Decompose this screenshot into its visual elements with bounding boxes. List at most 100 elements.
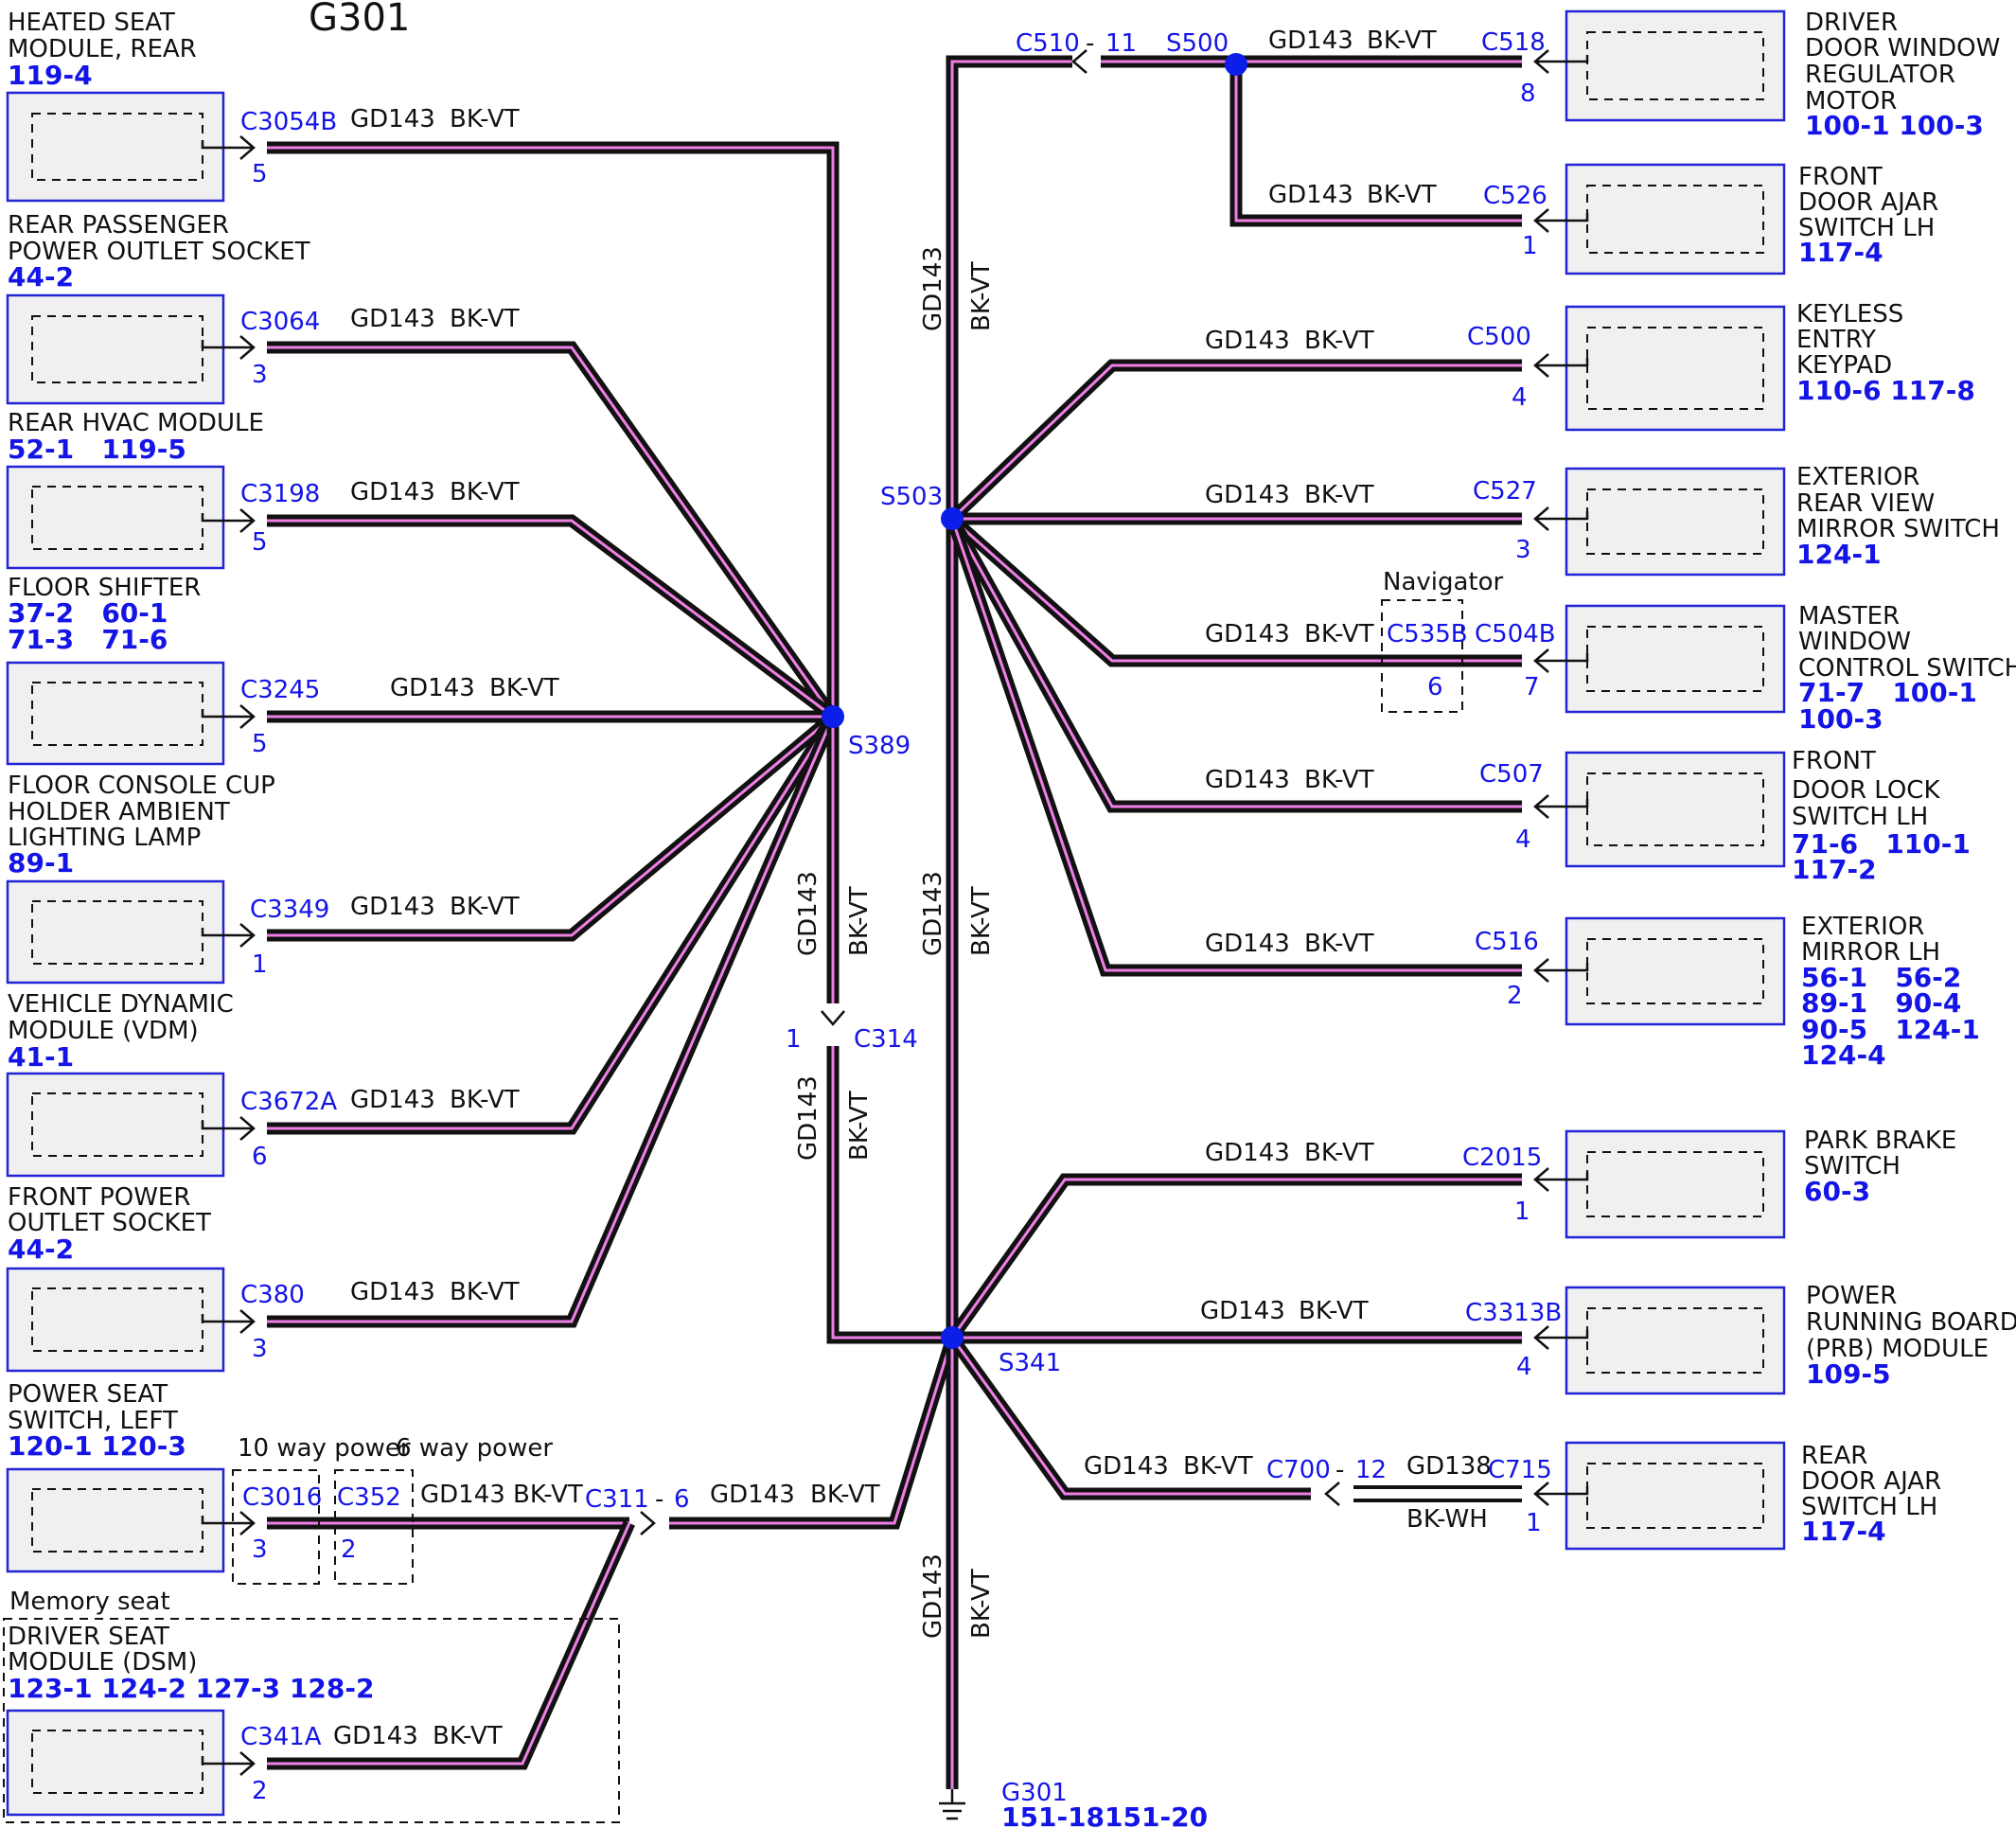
component-name: SWITCH, LEFT <box>8 1407 178 1435</box>
connector-id[interactable]: C516 <box>1475 928 1539 956</box>
component-name: KEYLESS <box>1796 300 1903 328</box>
component-box-rear-door-ajar <box>1565 1441 1786 1551</box>
connector-id[interactable]: C3313B <box>1465 1299 1562 1327</box>
pin-number: 8 <box>1520 80 1536 108</box>
wire-color: BK-VT <box>845 1091 874 1161</box>
component-refs[interactable]: 100-1 100-3 <box>1805 110 1984 141</box>
component-refs[interactable]: 110-6 117-8 <box>1796 375 1975 406</box>
component-refs[interactable]: 90-5 124-1 <box>1801 1014 1980 1045</box>
option-box-6-way <box>334 1469 414 1585</box>
connector-id[interactable]: C500 <box>1467 323 1531 351</box>
component-box-floor-console <box>6 879 225 985</box>
connector-id[interactable]: C3672A <box>240 1088 337 1116</box>
component-name: PARK BRAKE <box>1804 1127 1956 1155</box>
connector-id[interactable]: C352 <box>337 1483 401 1512</box>
connector-id[interactable]: C700 <box>1266 1456 1331 1484</box>
wire-color: BK-VT <box>1304 620 1374 648</box>
component-box-exterior-mirror <box>1565 916 1786 1026</box>
connector-id[interactable]: C3064 <box>240 308 320 336</box>
component-refs[interactable]: 41-1 <box>8 1041 74 1073</box>
component-refs[interactable]: 52-1 119-5 <box>8 434 186 465</box>
component-box-front-door-ajar <box>1565 163 1786 275</box>
wire-color: BK-VT <box>845 886 874 956</box>
component-refs[interactable]: 56-1 56-2 <box>1801 962 1961 993</box>
connector-id[interactable]: C311 <box>585 1485 649 1514</box>
connector-id[interactable]: C3198 <box>240 480 320 508</box>
component-name: REAR HVAC MODULE <box>8 409 264 437</box>
wire-label: GD143 <box>1205 620 1290 648</box>
connector-id[interactable]: C535B <box>1387 620 1468 648</box>
component-refs[interactable]: 44-2 <box>8 1233 74 1265</box>
component-refs[interactable]: 71-3 71-6 <box>8 624 168 655</box>
right-labels: GD143 BK-VT C518 8 DRIVER DOOR WINDOW RE… <box>1084 9 2016 1547</box>
component-box-front-door-lock <box>1565 751 1786 868</box>
connector-id[interactable]: C715 <box>1488 1456 1552 1484</box>
wire-label: GD143 <box>1268 27 1353 55</box>
wire-color: BK-VT <box>1304 930 1374 958</box>
connector-id[interactable]: C341A <box>240 1723 322 1751</box>
wire-color: BK-VT <box>967 261 996 331</box>
ground-id[interactable]: G301 <box>1001 1779 1068 1807</box>
component-refs[interactable]: 109-5 <box>1806 1358 1891 1390</box>
splice-node-s389 <box>822 705 844 728</box>
splice-node-s500 <box>1225 53 1247 76</box>
inline-connector-c510[interactable]: C510 <box>1016 29 1080 58</box>
connector-id[interactable]: C3016 <box>242 1483 322 1512</box>
ground-refs[interactable]: 151-18151-20 <box>1001 1801 1208 1828</box>
component-name: WINDOW <box>1798 628 1911 656</box>
connector-id[interactable]: C3349 <box>250 896 329 924</box>
connector-id[interactable]: C2015 <box>1462 1144 1542 1172</box>
component-refs[interactable]: 37-2 60-1 <box>8 597 168 629</box>
connector-id[interactable]: C527 <box>1473 477 1537 506</box>
connector-id[interactable]: C518 <box>1481 28 1546 57</box>
component-name: DOOR WINDOW <box>1805 34 2000 62</box>
component-name: REGULATOR <box>1805 61 1955 89</box>
pin-number: 2 <box>341 1535 357 1564</box>
splice-s503[interactable]: S503 <box>880 483 943 511</box>
component-refs[interactable]: 117-2 <box>1792 854 1877 885</box>
connector-id[interactable]: C504B <box>1475 620 1556 648</box>
inline-connector-c314[interactable]: C314 <box>854 1025 918 1054</box>
component-name: DOOR LOCK <box>1792 776 1940 805</box>
wire-label: GD143 <box>1205 481 1290 509</box>
component-refs[interactable]: 119-4 <box>8 60 93 91</box>
component-refs[interactable]: 117-4 <box>1798 237 1883 268</box>
component-refs[interactable]: 124-1 <box>1796 539 1882 570</box>
pin-number: 3 <box>252 1535 268 1564</box>
splice-s500[interactable]: S500 <box>1166 29 1229 58</box>
wire-color: BK-WH <box>1406 1505 1488 1534</box>
connector-id[interactable]: C507 <box>1479 760 1544 789</box>
wire-color: BK-VT <box>1304 1139 1374 1167</box>
wire-label: GD143 <box>350 1278 435 1306</box>
component-refs[interactable]: 123-1 124-2 127-3 128-2 <box>8 1673 374 1704</box>
component-refs[interactable]: 100-3 <box>1798 703 1883 735</box>
group-label-memory-seat: Memory seat <box>9 1588 170 1616</box>
component-refs[interactable]: 117-4 <box>1801 1516 1886 1547</box>
wire-label: GD143 <box>350 1086 435 1114</box>
connector-id[interactable]: C526 <box>1483 182 1547 210</box>
pin-number: 1 <box>786 1025 802 1054</box>
connector-id[interactable]: C3054B <box>240 108 337 136</box>
component-refs[interactable]: 124-4 <box>1801 1039 1886 1071</box>
left-component-boxes <box>3 91 620 1823</box>
wire-label: GD143 <box>1205 327 1290 355</box>
splice-s341[interactable]: S341 <box>999 1349 1061 1377</box>
component-refs[interactable]: 89-1 90-4 <box>1801 987 1961 1019</box>
component-refs[interactable]: 71-7 100-1 <box>1798 677 1977 708</box>
splice-s389[interactable]: S389 <box>848 732 911 760</box>
connector-id[interactable]: C3245 <box>240 676 320 704</box>
pin-number: 1 <box>1526 1509 1542 1537</box>
component-refs[interactable]: 60-3 <box>1804 1176 1870 1207</box>
component-refs[interactable]: 89-1 <box>8 847 74 879</box>
memory-seat-group <box>3 1618 620 1823</box>
component-name: CONTROL SWITCH <box>1798 654 2016 683</box>
component-refs[interactable]: 71-6 110-1 <box>1792 828 1971 860</box>
wire-label: GD143 <box>1205 1139 1290 1167</box>
component-refs[interactable]: 120-1 120-3 <box>8 1430 186 1462</box>
wire-color: BK-VT <box>967 886 996 956</box>
component-refs[interactable]: 44-2 <box>8 261 74 293</box>
connector-id[interactable]: C380 <box>240 1281 305 1309</box>
pin-number: 1 <box>1522 232 1538 260</box>
component-name: MIRROR SWITCH <box>1796 515 2000 543</box>
left-labels: HEATED SEAT MODULE, REAR 119-4 C3054B 5 … <box>8 9 880 1805</box>
